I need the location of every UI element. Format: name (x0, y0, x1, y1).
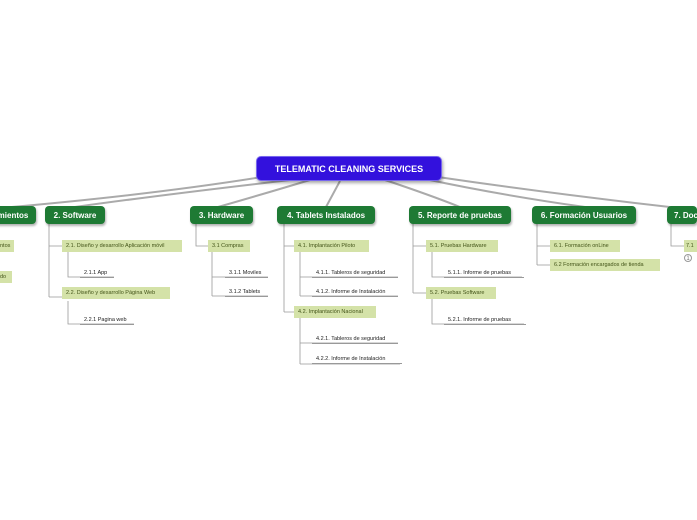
subtopic-4-1[interactable]: 4.1. Implantación Piloto (294, 240, 369, 252)
leaf-4-1-2[interactable]: 4.1.2. Informe de Instalación (312, 288, 398, 297)
subtopic-2-2[interactable]: 2.2. Diseño y desarrollo Página Web (62, 287, 170, 299)
main-topic-reporte[interactable]: 5. Reporte de pruebas (409, 206, 511, 224)
leaf-3-1-1[interactable]: 3.1.1 Moviles (225, 269, 268, 278)
subtopic-4-2[interactable]: 4.2. Implantación Nacional (294, 306, 376, 318)
subtopic-5-1[interactable]: 5.1. Pruebas Hardware (426, 240, 498, 252)
subtopic-5-2[interactable]: 5.2. Pruebas Software (426, 287, 496, 299)
leaf-2-1-1[interactable]: 2.1.1 App (80, 269, 114, 278)
subtopic-7-1[interactable]: 7.1 (684, 240, 697, 252)
leaf-4-2-2[interactable]: 4.2.2. Informe de Instalación (312, 355, 402, 364)
subtopic-6-2[interactable]: 6.2 Formación encargados de tienda (550, 259, 660, 271)
subtopic-2-1[interactable]: 2.1. Diseño y desarrollo Aplicación móvi… (62, 240, 182, 252)
subtopic-6-1[interactable]: 6.1. Formación onLine (550, 240, 620, 252)
leaf-4-1-1[interactable]: 4.1.1. Tableros de seguridad (312, 269, 398, 278)
main-topic-formacion[interactable]: 6. Formación Usuarios (532, 206, 636, 224)
collapse-count-badge[interactable]: 1 (684, 254, 692, 262)
leaf-2-2-1[interactable]: 2.2.1 Pagina web (80, 316, 134, 325)
subtopic-1-1[interactable]: ntos (0, 240, 14, 252)
main-topic-1[interactable]: mientos (0, 206, 36, 224)
leaf-5-1-1[interactable]: 5.1.1. Informe de pruebas (444, 269, 524, 278)
subtopic-1-2[interactable]: do (0, 271, 12, 283)
main-topic-tablets[interactable]: 4. Tablets Instalados (277, 206, 375, 224)
main-topic-7[interactable]: 7. Doc (667, 206, 697, 224)
main-topic-hardware[interactable]: 3. Hardware (190, 206, 253, 224)
leaf-3-1-2[interactable]: 3.1.2 Tablets (225, 288, 268, 297)
leaf-5-2-1[interactable]: 5.2.1. Informe de pruebas (444, 316, 526, 325)
leaf-4-2-1[interactable]: 4.2.1. Tableros de seguridad (312, 335, 398, 344)
subtopic-3-1[interactable]: 3.1 Compras (208, 240, 250, 252)
root-topic[interactable]: TELEMATIC CLEANING SERVICES (256, 156, 442, 181)
main-topic-software[interactable]: 2. Software (45, 206, 105, 224)
